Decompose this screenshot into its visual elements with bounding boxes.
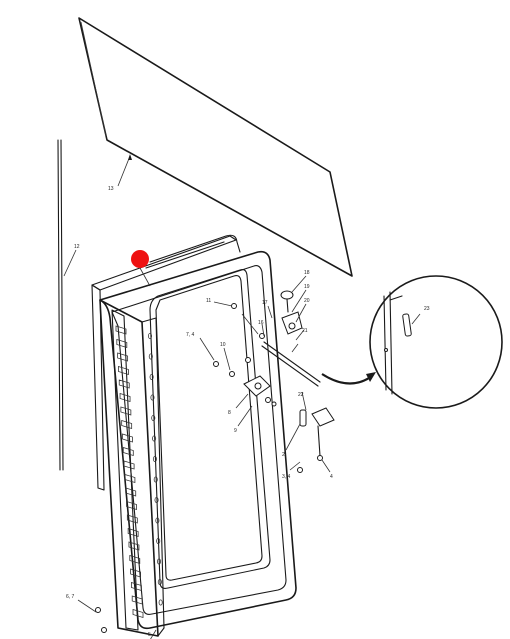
latch-rod	[261, 341, 321, 387]
leader-glass	[117, 155, 131, 187]
hinge-knuckle	[132, 608, 144, 619]
hinge-hole	[157, 558, 162, 565]
rear-gasket	[91, 235, 237, 491]
callout-5: 5	[148, 632, 151, 638]
hinge-knuckle	[120, 406, 132, 416]
callout-16: 16	[258, 320, 264, 326]
leader-strip	[63, 249, 77, 277]
callout-21: 21	[302, 328, 308, 334]
hinge-knuckle	[124, 473, 136, 484]
hinge-knuckle	[130, 581, 142, 592]
hinge-knuckle	[116, 338, 128, 349]
hinge-holes	[147, 332, 163, 606]
red-marker-dot	[131, 250, 149, 268]
hinge-knuckle	[130, 568, 141, 578]
hinge-hole	[157, 579, 162, 586]
upper-gasket	[145, 234, 241, 269]
callout-6-7: 6, 7	[66, 594, 75, 600]
callout-17: 17	[262, 300, 268, 306]
hinge-knuckle	[121, 419, 133, 430]
callout-10: 10	[220, 342, 226, 348]
hinge-knuckle	[131, 595, 143, 605]
callout-22: 22	[298, 392, 304, 398]
hinge-hole	[148, 353, 153, 360]
hinge-knuckles	[115, 325, 144, 619]
hinge-hole	[156, 538, 161, 545]
hinge-hole	[147, 332, 152, 339]
hinge-hole	[152, 455, 157, 462]
hinge-hole	[152, 435, 157, 442]
callout-23: 23	[424, 306, 430, 312]
hinge-knuckle	[118, 379, 130, 389]
hinge-knuckle	[125, 487, 137, 497]
callout-20: 20	[304, 298, 310, 304]
callout-4: 4	[330, 474, 333, 480]
callout-3-4: 3, 4	[282, 474, 291, 480]
callout-8: 8	[228, 410, 231, 416]
handle-bracket	[281, 311, 303, 335]
hinge-knuckle	[127, 527, 139, 538]
hinge-hole	[155, 517, 160, 524]
hinge-knuckle	[122, 446, 134, 457]
seal-strip	[57, 139, 64, 471]
detail-pointer-arrow	[321, 373, 373, 385]
callout-19: 19	[304, 284, 310, 290]
hinge-knuckle	[123, 460, 135, 470]
hinge-knuckle	[122, 433, 133, 443]
screws	[95, 303, 303, 633]
hinge-hole	[153, 476, 158, 483]
callout-glass: 13	[108, 186, 114, 192]
glass-panel	[78, 17, 353, 277]
hinge-knuckle	[115, 325, 127, 335]
leaders	[77, 275, 331, 639]
hinge-knuckle	[117, 352, 129, 362]
window-frame	[99, 250, 297, 630]
callout-9: 9	[234, 428, 237, 434]
hinge-knuckle	[129, 554, 141, 565]
hinge-knuckle	[128, 541, 140, 551]
hinge-hole	[158, 599, 163, 606]
callout-strip: 12	[74, 244, 80, 250]
detail-magnifier: 23	[369, 275, 503, 409]
callout-11: 11	[206, 298, 211, 304]
callout-18: 18	[304, 270, 310, 276]
hinge-knuckle	[119, 392, 131, 403]
callout-2: 2	[282, 452, 285, 458]
latch-bracket	[243, 375, 271, 397]
hinge-knuckle	[118, 365, 129, 376]
catch-part	[299, 409, 307, 427]
hinge-hole	[154, 496, 159, 503]
hinge-bar	[99, 299, 165, 637]
callout-7-4: 7, 4	[186, 332, 195, 338]
hinge-hole	[150, 394, 155, 401]
lower-keeper	[311, 407, 335, 461]
hinge-hole	[151, 414, 156, 421]
knob-part	[280, 290, 294, 313]
hinge-hole	[149, 373, 154, 380]
hinge-knuckle	[126, 500, 137, 511]
hinge-knuckle	[126, 514, 138, 524]
